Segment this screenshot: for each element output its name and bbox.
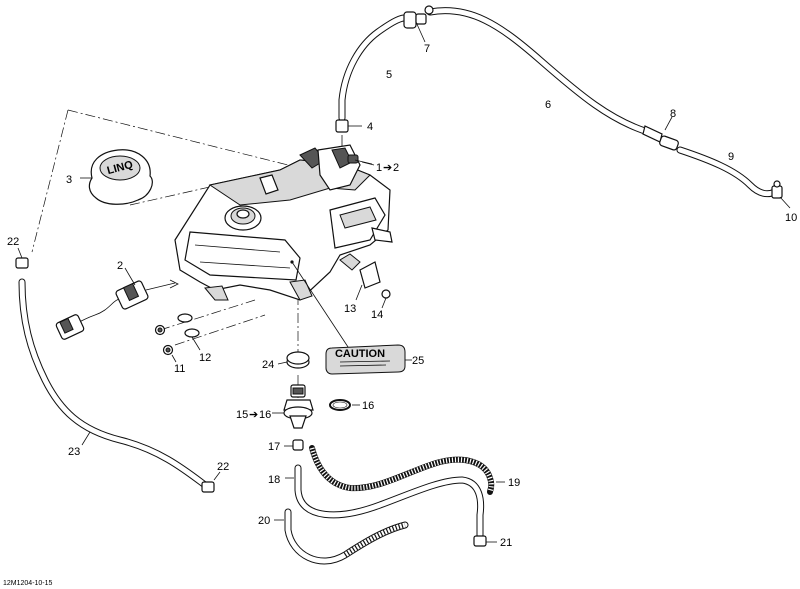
callout-21: 21 — [500, 537, 512, 549]
callout-13: 13 — [344, 303, 356, 315]
callout-22-bottom: 22 — [217, 461, 229, 473]
vent-hose-6 — [426, 7, 652, 136]
callout-12: 12 — [199, 352, 211, 364]
callout-16-ref: 16 — [259, 409, 271, 421]
clamp-24 — [277, 351, 310, 369]
callout-19: 19 — [508, 477, 520, 489]
callout-24: 24 — [262, 359, 274, 371]
callout-4: 4 — [367, 121, 373, 133]
fuel-cap-3: LINQ — [80, 149, 153, 205]
callout-arrow-icon-2: ➔ — [249, 409, 258, 421]
vent-hose-5 — [338, 14, 414, 122]
callout-14: 14 — [371, 309, 383, 321]
callout-15: 15 — [236, 409, 248, 421]
clamp-21 — [473, 535, 497, 547]
callout-3: 3 — [66, 174, 72, 186]
callout-labels: 1 ➔ 2 2 3 4 5 6 7 8 9 10 11 12 13 14 15 … — [3, 43, 797, 587]
plate-13-screw-14 — [355, 261, 391, 309]
spring-19 — [309, 445, 505, 495]
callout-25: 25 — [412, 355, 424, 367]
fitting-8 — [642, 116, 679, 151]
screws-11-12 — [154, 313, 201, 363]
callout-2-ref: 2 — [393, 162, 399, 174]
hose-20 — [274, 508, 409, 565]
connector-2 — [55, 267, 179, 340]
callout-17: 17 — [268, 441, 280, 453]
callout-18: 18 — [268, 474, 280, 486]
hose-18 — [285, 464, 485, 539]
caution-label-text: CAUTION — [335, 348, 385, 360]
callout-10: 10 — [785, 212, 797, 224]
callout-9: 9 — [728, 151, 734, 163]
clamp-17 — [284, 439, 304, 451]
callout-6: 6 — [545, 99, 551, 111]
callout-22-top: 22 — [7, 236, 19, 248]
figure-code: 12M1204-10-15 — [3, 580, 53, 587]
callout-23: 23 — [68, 446, 80, 458]
callout-1: 1 — [376, 162, 382, 174]
caution-label-25: CAUTION — [325, 344, 412, 375]
callout-8: 8 — [670, 108, 676, 120]
fitting-10 — [771, 180, 791, 209]
callout-5: 5 — [386, 69, 392, 81]
callout-2: 2 — [117, 260, 123, 272]
fitting-7 — [403, 5, 434, 43]
callout-arrow-icon: ➔ — [383, 162, 392, 174]
fuel-tank — [174, 144, 393, 351]
drain-hose-23 — [18, 278, 209, 489]
callout-11: 11 — [174, 363, 185, 375]
clamp-22-top — [15, 247, 29, 269]
o-ring-16 — [329, 399, 360, 411]
callout-7: 7 — [424, 43, 430, 55]
callout-16: 16 — [362, 400, 374, 412]
callout-20: 20 — [258, 515, 270, 527]
valve-15 — [272, 384, 314, 429]
vent-hose-9 — [676, 146, 779, 198]
clamp-22-bottom — [201, 471, 221, 493]
